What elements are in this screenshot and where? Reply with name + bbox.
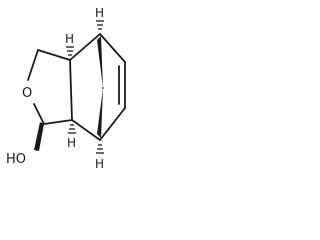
- h-bottom-left-label: H: [67, 136, 76, 150]
- bond-ring-fusion: [69, 59, 73, 121]
- bridge-wedge-top: [97, 36, 103, 88]
- hash-h-bottom-right: [96, 144, 104, 154]
- bond-c6-c7: [99, 107, 126, 141]
- bond-oxygen-c1: [33, 103, 45, 125]
- bond-ch2-top: [37, 49, 71, 61]
- hash-h-top-left: [66, 46, 74, 56]
- hash-h-bottom-left: [68, 124, 76, 134]
- hydroxyl-wedge: [34, 122, 44, 151]
- bond-c4-c5: [99, 33, 126, 63]
- bond-c1-c7a: [43, 119, 73, 125]
- h-bottom-right-label: H: [95, 157, 104, 171]
- oxygen-atom-label: O: [22, 86, 32, 101]
- hash-h-top-right: [96, 20, 104, 30]
- h-top-right-label: H: [95, 6, 104, 20]
- bridge-wedge-bottom: [97, 88, 103, 138]
- bond-c7-c7a: [71, 119, 101, 141]
- molecule-diagram: O HO H H H H: [6, 6, 126, 171]
- bond-ch2-oxygen: [27, 49, 39, 81]
- hydroxyl-label: HO: [6, 152, 26, 167]
- structure-canvas: O HO H H H H: [0, 0, 144, 178]
- bond-c3a-c4: [69, 33, 101, 61]
- h-top-left-label: H: [65, 32, 74, 46]
